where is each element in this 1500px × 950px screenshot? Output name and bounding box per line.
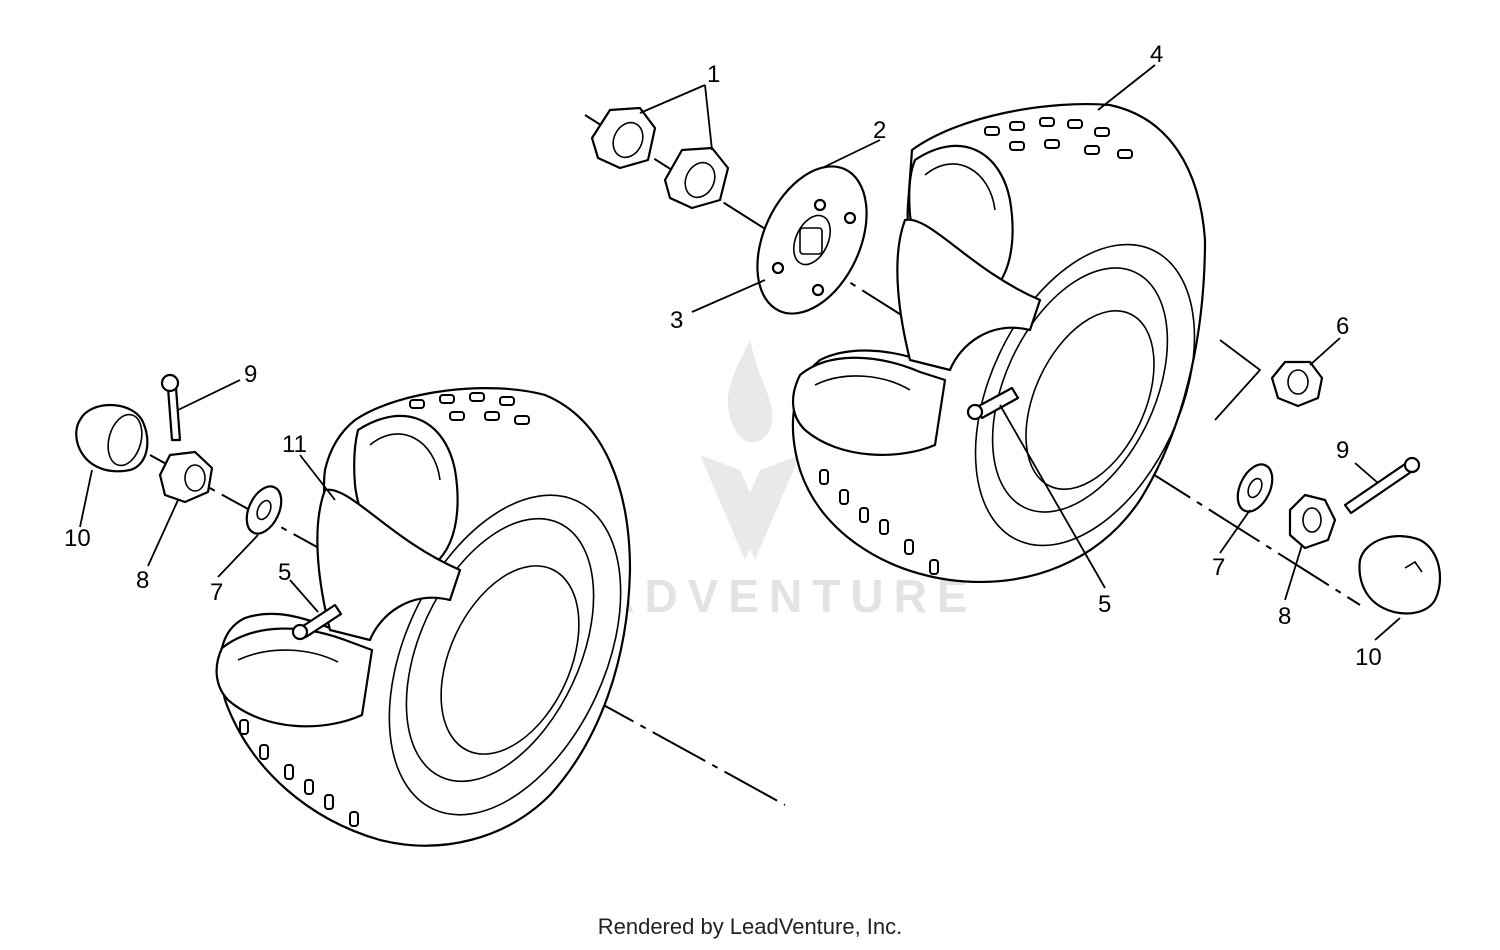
right-castle-nut <box>1288 493 1337 550</box>
callout-8-left: 8 <box>136 567 149 594</box>
right-wheel-assembly <box>584 102 1442 615</box>
right-locknut-1 <box>590 106 657 170</box>
right-cotter-pin <box>1343 456 1421 515</box>
callout-8-right: 8 <box>1278 603 1291 630</box>
right-nut-6 <box>1270 360 1324 408</box>
right-valve-stem <box>966 386 1020 421</box>
left-washer <box>245 485 283 535</box>
callout-9-right: 9 <box>1336 437 1349 464</box>
right-locknut-2 <box>663 146 730 210</box>
right-rim-ring-2 <box>974 243 1196 547</box>
callout-6: 6 <box>1336 313 1349 340</box>
right-rim-barrel <box>896 218 1042 372</box>
right-tire-tread <box>819 117 1133 575</box>
callout-4: 4 <box>1150 41 1163 68</box>
leader-lines <box>79 64 1401 641</box>
footer-credit: Rendered by LeadVenture, Inc. <box>597 914 903 939</box>
callout-11: 11 <box>282 431 307 458</box>
right-hub <box>756 165 868 315</box>
right-rim-ring-1 <box>991 267 1169 513</box>
callout-1: 1 <box>707 61 720 88</box>
callout-5-left: 5 <box>278 559 291 586</box>
left-valve-stem <box>291 603 343 641</box>
callout-7-left: 7 <box>210 579 223 606</box>
left-castle-nut <box>158 450 214 504</box>
left-rim-ring-2 <box>388 494 622 816</box>
callout-9-left: 9 <box>244 361 257 388</box>
callout-2: 2 <box>873 117 886 144</box>
left-rim-ring-3 <box>440 565 580 755</box>
left-rim-ring-1 <box>405 517 595 783</box>
callout-10-right: 10 <box>1355 644 1382 671</box>
right-rim-ring-3 <box>1025 310 1155 490</box>
callout-labels: 1 2 3 4 5 6 7 8 9 10 9 10 8 7 11 5 <box>64 41 1382 671</box>
callout-3: 3 <box>670 307 683 334</box>
left-tire-tread <box>239 392 530 827</box>
left-wheel-assembly <box>75 373 786 847</box>
left-rim-barrel <box>316 488 462 642</box>
callout-10-left: 10 <box>64 525 91 552</box>
right-washer <box>1236 463 1274 513</box>
right-dust-cap <box>1358 535 1442 615</box>
right-tire <box>791 102 1207 583</box>
left-cotter-pin <box>160 373 182 442</box>
callout-5-right: 5 <box>1098 591 1111 618</box>
watermark-logo <box>700 340 800 560</box>
left-dust-cap <box>75 403 149 473</box>
right-rim-lower <box>792 356 947 456</box>
callout-7-right: 7 <box>1212 554 1225 581</box>
